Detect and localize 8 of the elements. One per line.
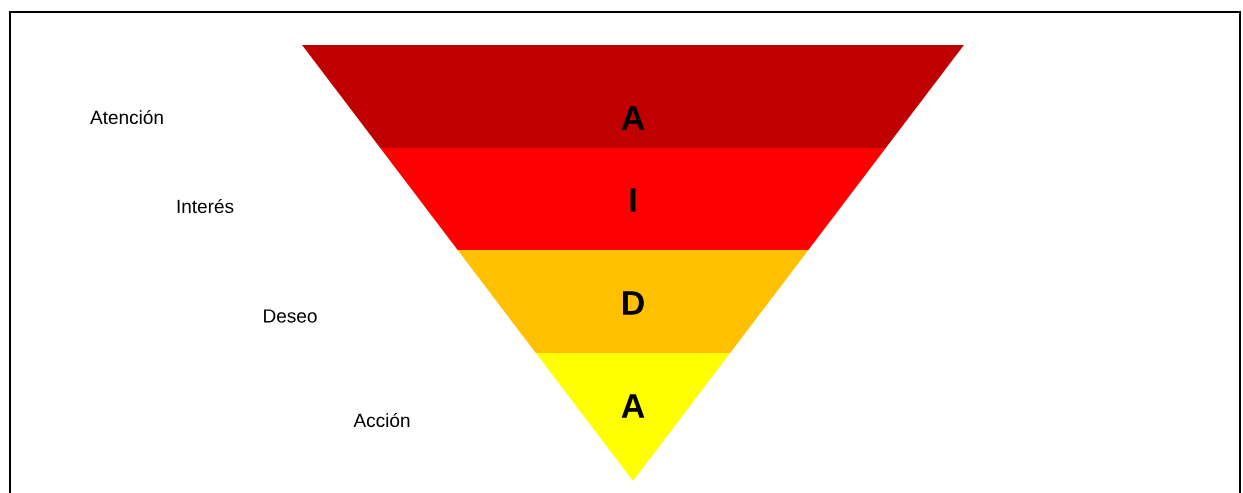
stage-label: Interés	[177, 198, 234, 214]
funnel-band: A	[302, 45, 964, 148]
stage-label: Atención	[90, 109, 163, 125]
stage-label: Acción	[353, 412, 410, 428]
stage-label: Deseo	[264, 309, 317, 323]
funnel-band: D	[457, 250, 809, 353]
funnel-band: I	[380, 148, 886, 250]
funnel-band: A	[535, 353, 731, 481]
